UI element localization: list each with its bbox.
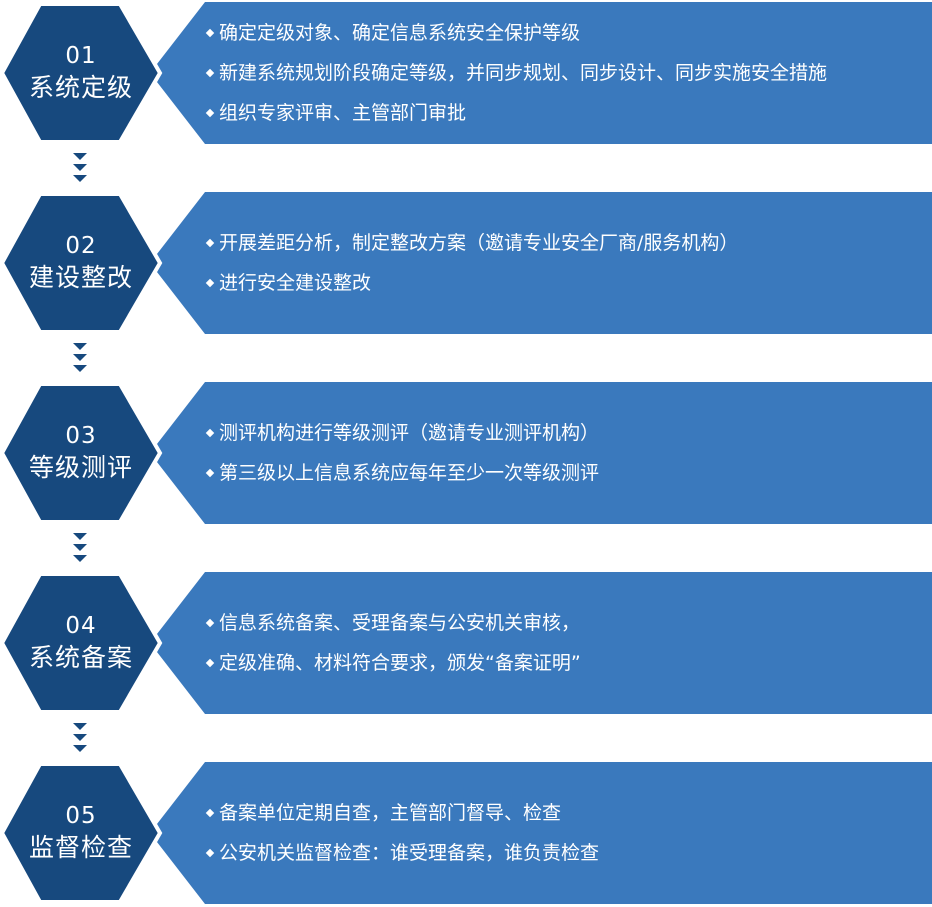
hexagon-badge [0, 2, 163, 144]
diamond-bullet-icon [205, 808, 215, 818]
diamond-bullet-icon [205, 108, 215, 118]
bullet-item: 第三级以上信息系统应每年至少一次等级测评 [205, 453, 932, 493]
step-shapes [0, 2, 932, 144]
diamond-bullet-icon [205, 848, 215, 858]
bullet-list: 开展差距分析，制定整改方案（邀请专业安全厂商/服务机构） 进行安全建设整改 [205, 192, 932, 334]
content-panel [150, 762, 932, 904]
step-number: 01 [65, 43, 97, 69]
content-panel [150, 382, 932, 524]
triple-chevron-down-icon [73, 533, 87, 567]
step-number: 04 [65, 613, 97, 639]
bullet-item: 公安机关监督检查：谁受理备案，谁负责检查 [205, 833, 932, 873]
bullet-item: 测评机构进行等级测评（邀请专业测评机构） [205, 413, 932, 453]
content-panel [150, 192, 932, 334]
hexagon-badge [0, 382, 163, 524]
step-title: 系统定级 [28, 73, 133, 102]
bullet-text: 备案单位定期自查，主管部门督导、检查 [219, 802, 562, 824]
step-shapes [0, 762, 932, 904]
bullet-text: 测评机构进行等级测评（邀请专业测评机构） [219, 422, 600, 444]
bullet-text: 定级准确、材料符合要求，颁发“备案证明” [219, 652, 581, 674]
hexagon-label: 02 建设整改 [2, 192, 160, 334]
diamond-bullet-icon [205, 68, 215, 78]
diamond-bullet-icon [205, 618, 215, 628]
bullet-text: 第三级以上信息系统应每年至少一次等级测评 [219, 462, 600, 484]
step-number: 03 [65, 423, 97, 449]
bullet-item: 备案单位定期自查，主管部门督导、检查 [205, 793, 932, 833]
step-01: 01 系统定级 确定定级对象、确定信息系统安全保护等级 新建系统规划阶段确定等级… [0, 2, 932, 144]
step-03: 03 等级测评 测评机构进行等级测评（邀请专业测评机构） 第三级以上信息系统应每… [0, 382, 932, 524]
bullet-item: 进行安全建设整改 [205, 263, 932, 303]
hexagon-badge [0, 762, 163, 904]
bullet-list: 备案单位定期自查，主管部门督导、检查 公安机关监督检查：谁受理备案，谁负责检查 [205, 762, 932, 904]
bullet-list: 确定定级对象、确定信息系统安全保护等级 新建系统规划阶段确定等级，并同步规划、同… [205, 2, 932, 144]
step-title: 等级测评 [28, 453, 133, 482]
diamond-bullet-icon [205, 28, 215, 38]
diamond-bullet-icon [205, 428, 215, 438]
step-shapes [0, 382, 932, 524]
step-shapes [0, 572, 932, 714]
bullet-text: 公安机关监督检查：谁受理备案，谁负责检查 [219, 842, 600, 864]
bullet-list: 测评机构进行等级测评（邀请专业测评机构） 第三级以上信息系统应每年至少一次等级测… [205, 382, 932, 524]
step-04: 04 系统备案 信息系统备案、受理备案与公安机关审核， 定级准确、材料符合要求，… [0, 572, 932, 714]
diamond-bullet-icon [205, 278, 215, 288]
content-panel [150, 572, 932, 714]
step-title: 建设整改 [28, 263, 133, 292]
bullet-item: 组织专家评审、主管部门审批 [205, 93, 932, 133]
hexagon-label: 05 监督检查 [2, 762, 160, 904]
hexagon-label: 01 系统定级 [2, 2, 160, 144]
bullet-list: 信息系统备案、受理备案与公安机关审核， 定级准确、材料符合要求，颁发“备案证明” [205, 572, 932, 714]
step-number: 05 [65, 803, 97, 829]
bullet-text: 组织专家评审、主管部门审批 [219, 102, 467, 124]
bullet-text: 新建系统规划阶段确定等级，并同步规划、同步设计、同步实施安全措施 [219, 62, 828, 84]
triple-chevron-down-icon [73, 723, 87, 757]
hexagon-badge [0, 192, 163, 334]
bullet-text: 开展差距分析，制定整改方案（邀请专业安全厂商/服务机构） [219, 232, 739, 254]
step-05: 05 监督检查 备案单位定期自查，主管部门督导、检查 公安机关监督检查：谁受理备… [0, 762, 932, 904]
step-title: 监督检查 [28, 833, 133, 862]
bullet-item: 新建系统规划阶段确定等级，并同步规划、同步设计、同步实施安全措施 [205, 53, 932, 93]
triple-chevron-down-icon [73, 153, 87, 187]
step-title: 系统备案 [28, 643, 133, 672]
hexagon-label: 04 系统备案 [2, 572, 160, 714]
content-panel [150, 2, 932, 144]
bullet-item: 信息系统备案、受理备案与公安机关审核， [205, 603, 932, 643]
diamond-bullet-icon [205, 468, 215, 478]
bullet-item: 定级准确、材料符合要求，颁发“备案证明” [205, 643, 932, 683]
triple-chevron-down-icon [73, 343, 87, 377]
bullet-item: 确定定级对象、确定信息系统安全保护等级 [205, 13, 932, 53]
step-02: 02 建设整改 开展差距分析，制定整改方案（邀请专业安全厂商/服务机构） 进行安… [0, 192, 932, 334]
diamond-bullet-icon [205, 238, 215, 248]
step-number: 02 [65, 233, 97, 259]
hexagon-badge [0, 572, 163, 714]
diamond-bullet-icon [205, 658, 215, 668]
bullet-text: 信息系统备案、受理备案与公安机关审核， [219, 612, 581, 634]
bullet-text: 进行安全建设整改 [219, 272, 372, 294]
step-shapes [0, 192, 932, 334]
bullet-item: 开展差距分析，制定整改方案（邀请专业安全厂商/服务机构） [205, 223, 932, 263]
bullet-text: 确定定级对象、确定信息系统安全保护等级 [219, 22, 581, 44]
hexagon-label: 03 等级测评 [2, 382, 160, 524]
